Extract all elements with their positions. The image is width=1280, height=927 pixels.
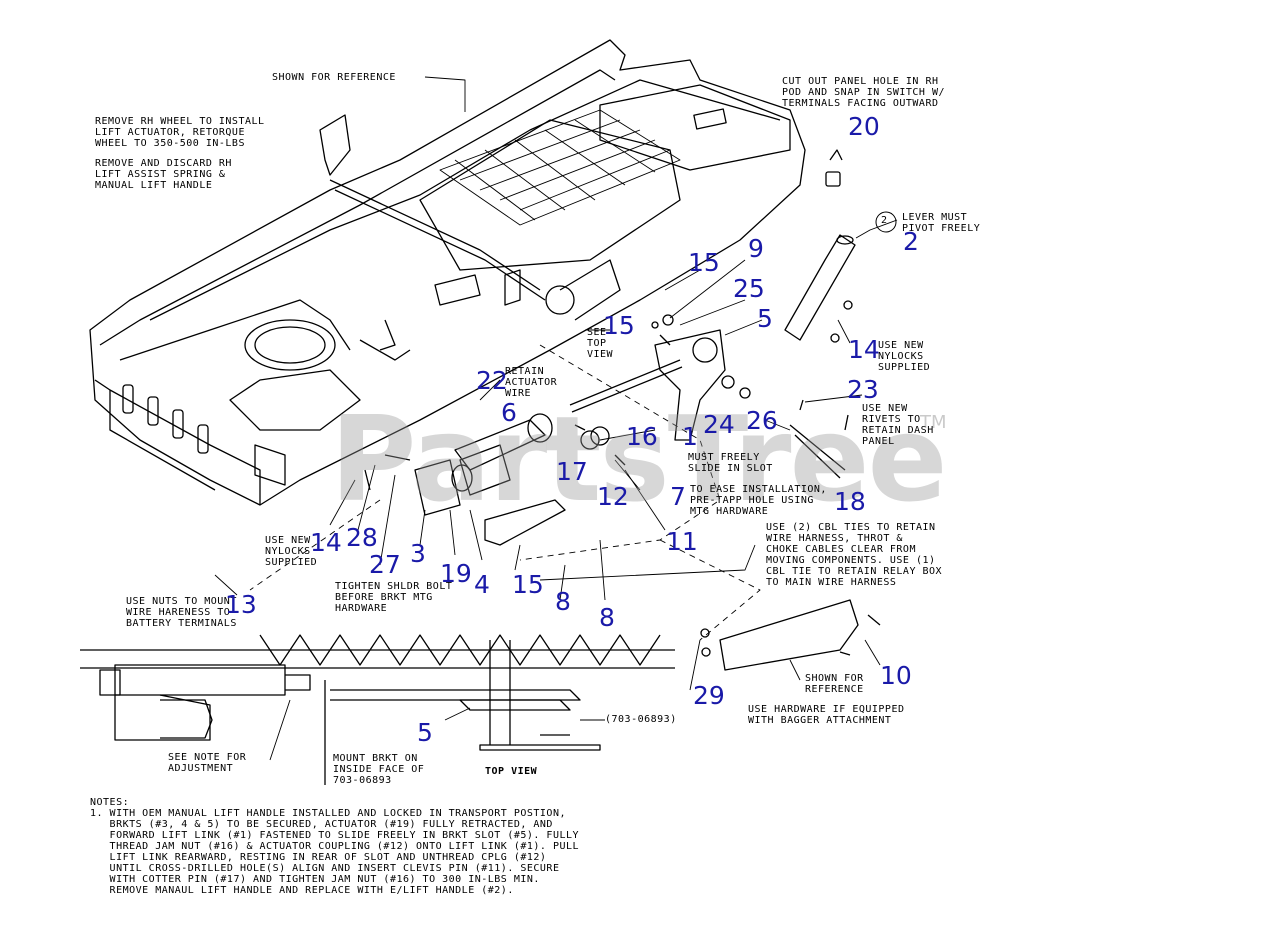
dashed-reference bbox=[249, 344, 761, 641]
callout-2[interactable]: 2 bbox=[903, 227, 919, 256]
callout-23[interactable]: 23 bbox=[847, 375, 879, 404]
note-cut-out-panel: CUT OUT PANEL HOLE IN RH POD AND SNAP IN… bbox=[782, 76, 946, 109]
callout-12[interactable]: 12 bbox=[597, 482, 629, 511]
watermark-tm: TM bbox=[920, 412, 947, 433]
callout-25[interactable]: 25 bbox=[733, 274, 765, 303]
callout-16[interactable]: 16 bbox=[626, 422, 658, 451]
cable-ties bbox=[789, 424, 846, 479]
note-use-new-nylocks-left: USE NEW NYLOCKS SUPPLIED bbox=[265, 535, 318, 568]
callout-8-left[interactable]: 8 bbox=[555, 587, 571, 616]
lift-actuator bbox=[451, 413, 626, 496]
switch bbox=[825, 149, 843, 187]
callout-19[interactable]: 19 bbox=[440, 559, 472, 588]
note-to-ease-installation: TO EASE INSTALLATION, PRE-TAPP HOLE USIN… bbox=[690, 484, 827, 517]
callout-27[interactable]: 27 bbox=[369, 550, 401, 579]
leader-lines bbox=[214, 76, 898, 761]
circled-item-2 bbox=[875, 211, 897, 233]
callout-14-right[interactable]: 14 bbox=[848, 335, 880, 364]
note-see-top-view: SEE TOP VIEW bbox=[587, 327, 614, 360]
callout-15-top[interactable]: 15 bbox=[688, 248, 720, 277]
note-use-nuts-to-mount: USE NUTS TO MOUNT WIRE HARENESS TO BATTE… bbox=[126, 596, 237, 629]
note-use-new-nylocks-right: USE NEW NYLOCKS SUPPLIED bbox=[878, 340, 931, 373]
callout-18[interactable]: 18 bbox=[834, 487, 866, 516]
note-use-2-cbl-ties: USE (2) CBL TIES TO RETAIN WIRE HARNESS,… bbox=[766, 522, 943, 588]
note-mount-brkt: MOUNT BRKT ON INSIDE FACE OF 703-06893 bbox=[333, 753, 425, 786]
note-shown-for-reference-top: SHOWN FOR REFERENCE bbox=[272, 72, 396, 83]
top-view-section bbox=[80, 634, 675, 785]
note-use-hardware-bagger: USE HARDWARE IF EQUIPPED WITH BAGGER ATT… bbox=[748, 704, 905, 726]
callout-7[interactable]: 7 bbox=[670, 482, 686, 511]
note-remove-discard: REMOVE AND DISCARD RH LIFT ASSIST SPRING… bbox=[95, 158, 232, 191]
callout-14-left[interactable]: 14 bbox=[310, 528, 342, 557]
rivets bbox=[799, 399, 849, 431]
callout-22[interactable]: 22 bbox=[476, 366, 508, 395]
mower-frame bbox=[89, 39, 806, 506]
callout-17[interactable]: 17 bbox=[556, 457, 588, 486]
circled-2-label: 2 bbox=[881, 215, 888, 226]
callout-24[interactable]: 24 bbox=[703, 410, 735, 439]
callout-5-top[interactable]: 5 bbox=[757, 304, 773, 333]
callout-13[interactable]: 13 bbox=[225, 590, 257, 619]
callout-5-bottom[interactable]: 5 bbox=[417, 718, 433, 747]
note-remove-rh-wheel: REMOVE RH WHEEL TO INSTALL LIFT ACTUATOR… bbox=[95, 116, 265, 149]
note-top-view: TOP VIEW bbox=[485, 766, 538, 777]
callout-28[interactable]: 28 bbox=[346, 523, 378, 552]
callout-11[interactable]: 11 bbox=[666, 527, 698, 556]
notes-heading: NOTES: bbox=[90, 797, 130, 808]
callout-26[interactable]: 26 bbox=[746, 406, 778, 435]
callout-9[interactable]: 9 bbox=[748, 234, 764, 263]
callout-20[interactable]: 20 bbox=[848, 112, 880, 141]
dash-panel-lever bbox=[784, 234, 856, 343]
callout-15-mid[interactable]: 15 bbox=[603, 311, 635, 340]
note-lever-pivot: LEVER MUST PIVOT FREELY bbox=[902, 212, 981, 234]
notes-body: 1. WITH OEM MANUAL LIFT HANDLE INSTALLED… bbox=[90, 808, 580, 896]
callout-6[interactable]: 6 bbox=[501, 398, 517, 427]
watermark: PartsTree bbox=[330, 390, 948, 528]
mounting-brackets bbox=[364, 454, 566, 546]
note-tighten-shldr-bolt: TIGHTEN SHLDR BOLT BEFORE BRKT MTG HARDW… bbox=[335, 581, 453, 614]
note-must-freely-slide: MUST FREELY SLIDE IN SLOT bbox=[688, 452, 773, 474]
callout-29[interactable]: 29 bbox=[693, 681, 725, 710]
callout-10[interactable]: 10 bbox=[880, 661, 912, 690]
note-use-new-rivets: USE NEW RIVETS TO RETAIN DASH PANEL bbox=[862, 403, 934, 447]
callout-8-right[interactable]: 8 bbox=[599, 603, 615, 632]
note-see-note-adjustment: SEE NOTE FOR ADJUSTMENT bbox=[168, 752, 247, 774]
perforated-floor-panel bbox=[439, 109, 681, 226]
bagger-bracket bbox=[700, 599, 881, 671]
callout-4[interactable]: 4 bbox=[474, 570, 490, 599]
callout-1[interactable]: 1 bbox=[682, 422, 698, 451]
callout-3[interactable]: 3 bbox=[410, 539, 426, 568]
callout-15-bottom[interactable]: 15 bbox=[512, 570, 544, 599]
note-retain-actuator-wire: RETAIN ACTUATOR WIRE bbox=[505, 366, 558, 399]
note-shown-for-reference-bottom: SHOWN FOR REFERENCE bbox=[805, 673, 864, 695]
lift-link-assembly bbox=[569, 314, 751, 441]
note-part-number-ref: (703-06893) bbox=[605, 714, 677, 725]
